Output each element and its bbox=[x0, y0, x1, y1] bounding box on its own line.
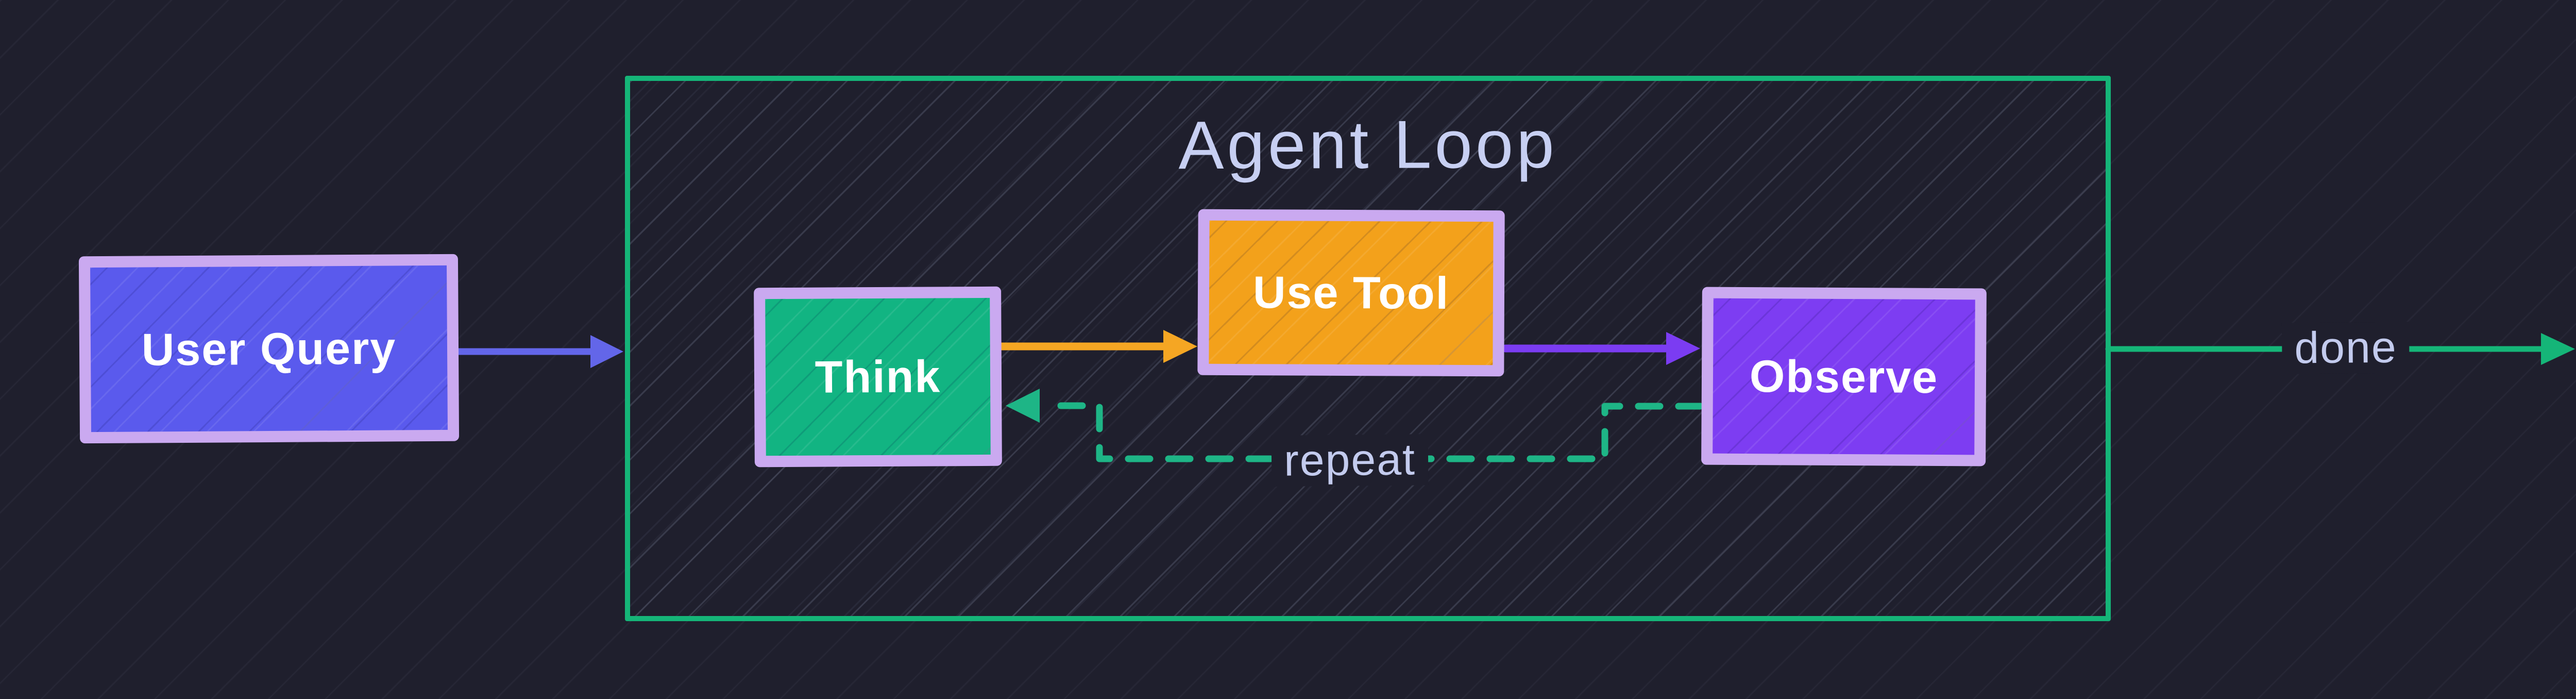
node-user-query: User Query bbox=[78, 254, 460, 444]
node-observe-label: Observe bbox=[1749, 350, 1939, 403]
node-observe: Observe bbox=[1701, 287, 1987, 467]
node-use-tool-label: Use Tool bbox=[1252, 267, 1450, 319]
arrowhead-think-to-use-tool bbox=[1163, 330, 1197, 363]
arrowhead-use-tool-to-observe bbox=[1666, 332, 1700, 365]
arrowhead-loop-to-final-response bbox=[2541, 333, 2575, 365]
arrowhead-user-query-to-loop bbox=[590, 335, 623, 368]
edge-label-repeat: repeat bbox=[1271, 434, 1429, 487]
node-think-label: Think bbox=[815, 351, 941, 403]
node-use-tool: Use Tool bbox=[1197, 209, 1505, 377]
edge-label-done: done bbox=[2281, 322, 2410, 374]
arrowhead-observe-to-think-repeat bbox=[1006, 389, 1040, 423]
node-think: Think bbox=[754, 286, 1002, 468]
node-user-query-label: User Query bbox=[141, 322, 397, 375]
